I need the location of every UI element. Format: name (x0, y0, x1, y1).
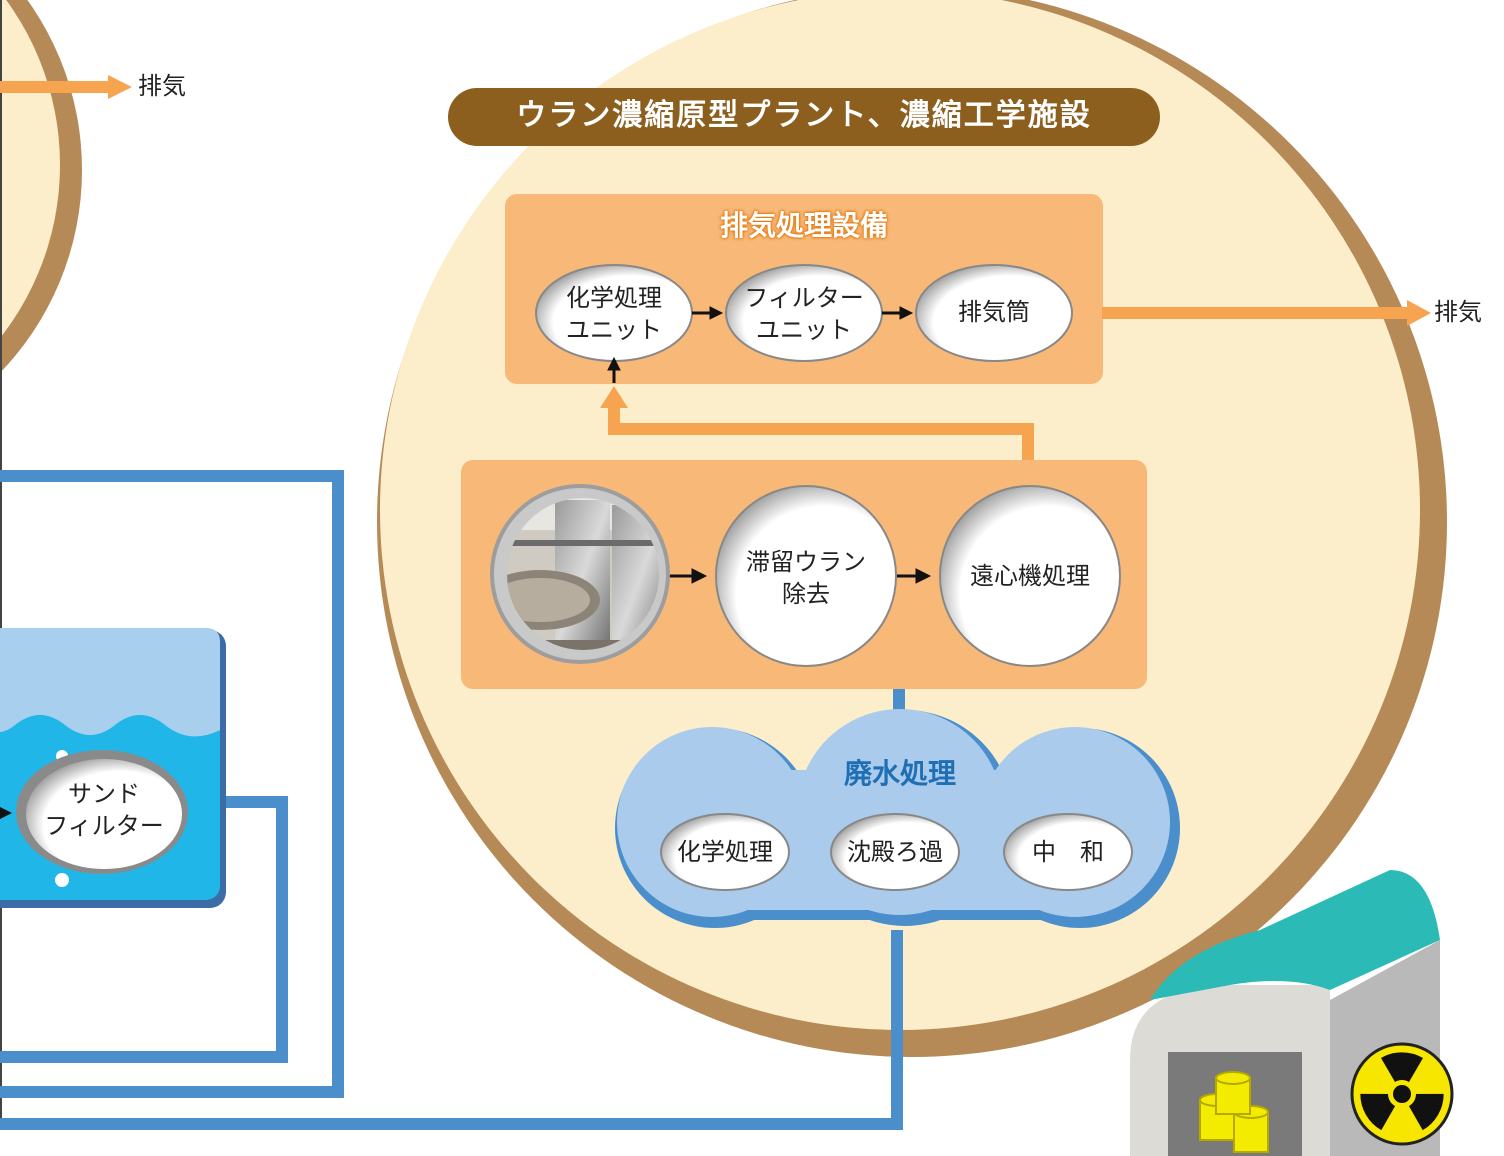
retained-uranium-node-shape (715, 485, 897, 667)
left-border-line (0, 0, 2, 1130)
sand-filter-node: サンド フィルター (44, 780, 164, 840)
right-exhaust-label: 排気 (1434, 298, 1482, 326)
centrifuge-node: 遠心機処理 (970, 562, 1090, 590)
stack-node-shape (915, 264, 1073, 362)
wastewater-section-title: 廃水処理 (843, 757, 956, 790)
retained-uranium-node: 滞留ウラン 除去 (746, 548, 866, 608)
left-exhaust-label: 排気 (138, 72, 186, 100)
exhaust-section-title: 排気処理設備 (719, 209, 888, 242)
filter-unit-node: フィルター ユニット (744, 284, 864, 344)
left-facility-circle (0, 0, 82, 373)
stack-node: 排気筒 (958, 298, 1030, 326)
ww-chem-node-shape (660, 813, 790, 891)
ww-neutral-node-shape (1003, 813, 1133, 891)
facility-title: ウラン濃縮原型プラント、濃縮工学施設 (516, 98, 1092, 133)
centrifuge-node-shape (939, 485, 1121, 667)
sand-filter-pool (0, 628, 226, 908)
blue-pipes (0, 470, 903, 1130)
centrifuge-photo (490, 484, 670, 664)
process-to-exhaust-arrow (600, 386, 1034, 460)
chem-unit-node: 化学処理 ユニット (566, 284, 662, 344)
radiation-icon (1350, 1042, 1454, 1146)
left-exhaust-arrow (0, 75, 132, 99)
ww-chem-node: 化学処理 (677, 838, 773, 866)
right-exhaust-arrow (1102, 300, 1431, 326)
facility-title-bar (448, 88, 1160, 146)
ww-neutral-node: 中 和 (1032, 838, 1104, 866)
ww-sediment-node-shape (830, 813, 960, 891)
ww-sediment-node: 沈殿ろ過 (847, 838, 943, 866)
